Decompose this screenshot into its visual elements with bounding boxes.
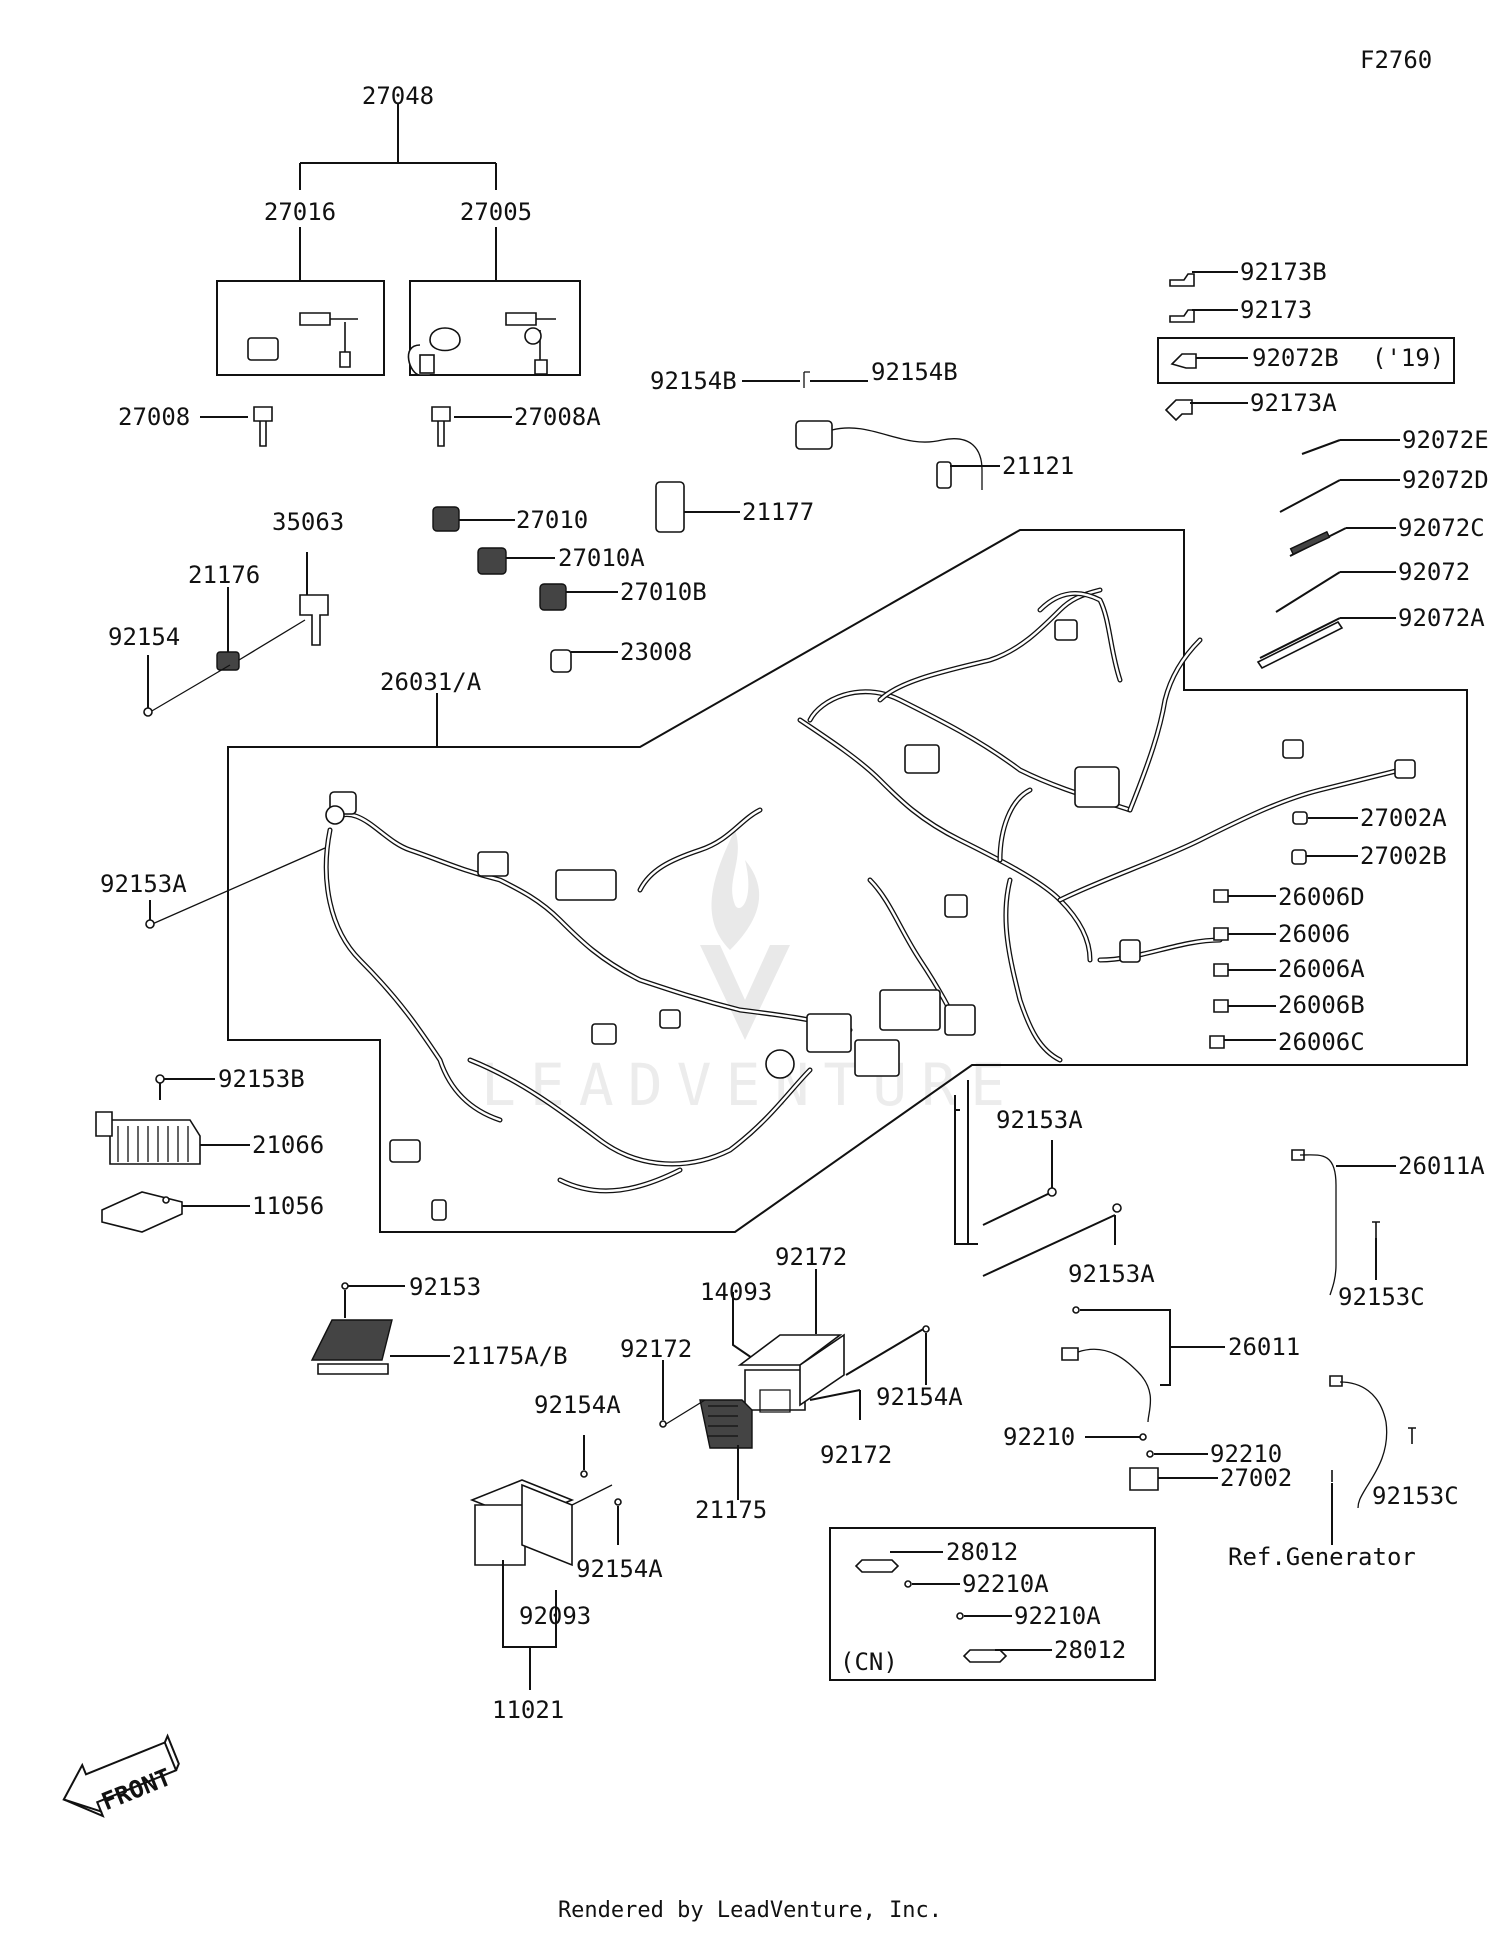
label-23008: 23008 <box>620 638 692 666</box>
label-92154: 92154 <box>108 623 180 651</box>
label-92210A-lower: 92210A <box>1014 1602 1101 1630</box>
label-92210A-upper: 92210A <box>962 1570 1049 1598</box>
bolt-92153A-left <box>145 919 155 929</box>
label-92072C: 92072C <box>1398 514 1485 542</box>
label-27002A: 27002A <box>1360 804 1447 832</box>
label-92153A-left: 92153A <box>100 870 187 898</box>
sensor-bracket-21176 <box>143 552 329 717</box>
label-27016: 27016 <box>264 198 336 226</box>
label-92153C-upper: 92153C <box>1338 1283 1425 1311</box>
label-92154A-lower: 92154A <box>576 1555 663 1583</box>
label-92072A: 92072A <box>1398 604 1485 632</box>
label-27010: 27010 <box>516 506 588 534</box>
label-92172-left: 92172 <box>620 1335 692 1363</box>
bracket-11021 <box>469 1435 622 1690</box>
label-92172-bottom: 92172 <box>820 1441 892 1469</box>
label-ref-generator: Ref.Generator <box>1228 1543 1416 1571</box>
label-21177: 21177 <box>742 498 814 526</box>
label-92153B: 92153B <box>218 1065 305 1093</box>
figure-id: F2760 <box>1360 46 1432 74</box>
switch-set-27010 <box>432 506 618 673</box>
main-wiring-harness <box>323 587 1416 1221</box>
ecu-21175AB <box>310 1282 450 1375</box>
label-26011A: 26011A <box>1398 1152 1485 1180</box>
terminal-caps <box>1209 811 1358 1049</box>
label-92072: 92072 <box>1398 558 1470 586</box>
label-21175: 21175 <box>695 1496 767 1524</box>
cable-tie-icons <box>1256 439 1400 670</box>
regulator-21066 <box>95 1074 250 1233</box>
label-27002: 27002 <box>1220 1464 1292 1492</box>
label-92173A: 92173A <box>1250 389 1337 417</box>
label-92210-right: 92210 <box>1210 1440 1282 1468</box>
label-92093: 92093 <box>519 1602 591 1630</box>
ground-wire-group <box>954 1080 1122 1277</box>
label-92154B-right: 92154B <box>871 358 958 386</box>
cable-26011A <box>1291 1149 1396 1296</box>
label-92154A-right: 92154A <box>876 1383 963 1411</box>
ignition-coil-21121 <box>742 371 1000 490</box>
label-92153A-lower: 92153A <box>1068 1260 1155 1288</box>
label-27005: 27005 <box>460 198 532 226</box>
label-26006B: 26006B <box>1278 991 1365 1019</box>
label-cn: (CN) <box>840 1648 898 1676</box>
front-label: FRONT <box>98 1763 175 1816</box>
label-26006C: 26006C <box>1278 1028 1365 1056</box>
label-26006: 26006 <box>1278 920 1350 948</box>
label-28012-upper: 28012 <box>946 1538 1018 1566</box>
label-35063: 35063 <box>272 508 344 536</box>
cable-ref-generator <box>1329 1375 1416 1545</box>
label-92210-left: 92210 <box>1003 1423 1075 1451</box>
label-27010A: 27010A <box>558 544 645 572</box>
label-92173B: 92173B <box>1240 258 1327 286</box>
label-92154A-upper: 92154A <box>534 1391 621 1419</box>
label-92154B-left: 92154B <box>650 367 737 395</box>
module-bracket-group <box>659 1269 930 1500</box>
label-21175A-B: 21175A/B <box>452 1342 568 1370</box>
label-92173: 92173 <box>1240 296 1312 324</box>
label-92172-top: 92172 <box>775 1243 847 1271</box>
watermark-text: LEADVENTURE <box>481 1051 1019 1119</box>
label-92153: 92153 <box>409 1273 481 1301</box>
label-92072B: 92072B <box>1252 344 1339 372</box>
label-26011: 26011 <box>1228 1333 1300 1361</box>
label-26006A: 26006A <box>1278 955 1365 983</box>
label-27010B: 27010B <box>620 578 707 606</box>
clip-icons <box>1157 271 1455 422</box>
label-92072B-note: ('19) <box>1372 344 1444 372</box>
label-27048: 27048 <box>362 82 434 110</box>
front-arrow-icon <box>62 1733 180 1818</box>
label-92072D: 92072D <box>1402 466 1489 494</box>
label-92153C-lower: 92153C <box>1372 1482 1459 1510</box>
label-26006D: 26006D <box>1278 883 1365 911</box>
label-27008: 27008 <box>118 403 190 431</box>
label-92153A-mid: 92153A <box>996 1106 1083 1134</box>
label-27008A: 27008A <box>514 403 601 431</box>
label-26031-A: 26031/A <box>380 668 482 696</box>
cable-26011 <box>1061 1306 1225 1491</box>
key-blank-icons <box>200 406 512 447</box>
harness-group-outline <box>227 529 1468 1233</box>
label-21121: 21121 <box>1002 452 1074 480</box>
relay-21177 <box>655 481 740 533</box>
leader-92153A-left <box>149 847 326 926</box>
label-14093: 14093 <box>700 1278 772 1306</box>
label-11021: 11021 <box>492 1696 564 1724</box>
label-11056: 11056 <box>252 1192 324 1220</box>
footer-credit: Rendered by LeadVenture, Inc. <box>557 1898 943 1923</box>
label-28012-lower: 28012 <box>1054 1636 1126 1664</box>
cn-market-box <box>829 1527 1156 1681</box>
label-21176: 21176 <box>188 561 260 589</box>
label-92072E: 92072E <box>1402 426 1489 454</box>
label-27002B: 27002B <box>1360 842 1447 870</box>
key-set-tree <box>216 103 581 376</box>
label-21066: 21066 <box>252 1131 324 1159</box>
watermark-logo <box>700 830 790 1040</box>
